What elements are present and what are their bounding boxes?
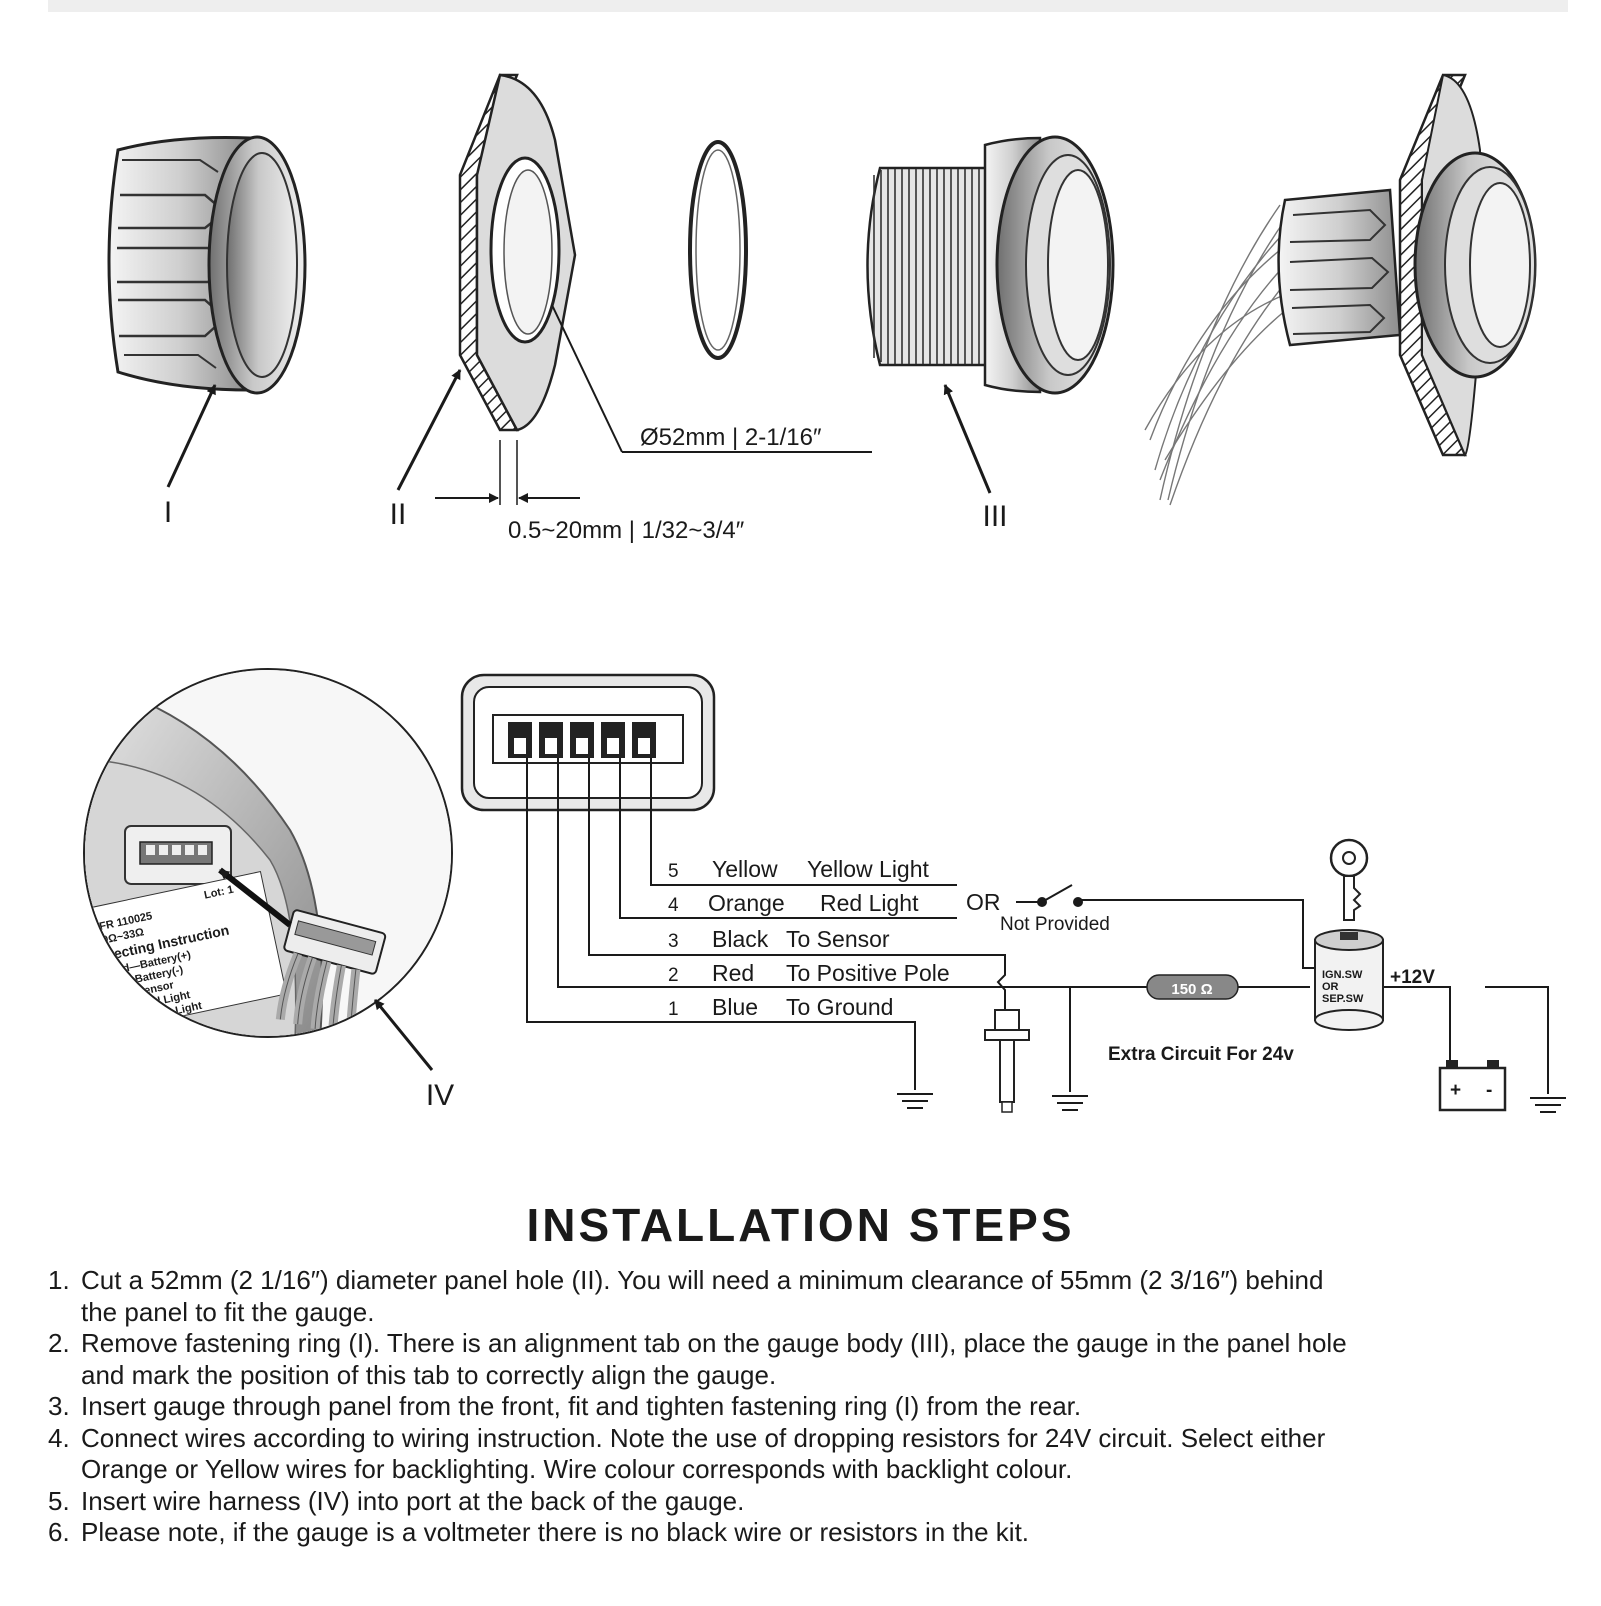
switch-text-1: IGN.SW bbox=[1322, 969, 1363, 981]
sticker-line-9: UP bbox=[121, 1027, 138, 1042]
wire-label-5: 5 Yellow Yellow Light bbox=[668, 856, 930, 882]
diameter-leader bbox=[551, 304, 623, 453]
not-provided-label: Not Provided bbox=[1000, 914, 1110, 935]
or-label: OR bbox=[966, 889, 1001, 915]
svg-text:2: 2 bbox=[668, 965, 679, 986]
panel-thickness-label: 0.5~20mm | 1/32~3/4″ bbox=[508, 517, 745, 544]
ignition-switch: IGN.SW OR SEP.SW bbox=[1314, 929, 1384, 1031]
body-label: III bbox=[982, 500, 1007, 533]
resistor bbox=[1146, 974, 1239, 1000]
wire-label-3: 3 Black To Sensor bbox=[668, 926, 890, 952]
svg-text:4: 4 bbox=[668, 895, 679, 916]
wire-5-color: Yellow bbox=[712, 856, 778, 882]
step-6: 6.Please note, if the gauge is a voltmet… bbox=[48, 1517, 1030, 1547]
switch-text-3: SEP.SW bbox=[1322, 993, 1364, 1005]
step-5-line-1: Insert wire harness (IV) into port at th… bbox=[81, 1485, 745, 1516]
ring-pointer-arrow bbox=[166, 384, 217, 488]
o-ring bbox=[688, 140, 748, 360]
ground-symbol-3 bbox=[1530, 1097, 1566, 1113]
step-2: 2.Remove fastening ring (I). There is an… bbox=[48, 1328, 1347, 1390]
svg-text:1: 1 bbox=[668, 999, 679, 1020]
wire-5-function: Yellow Light bbox=[807, 856, 930, 882]
wire-1-color: Blue bbox=[712, 994, 758, 1020]
step-6-line-1: Please note, if the gauge is a voltmeter… bbox=[81, 1517, 1030, 1547]
wire-3-function: To Sensor bbox=[786, 926, 890, 952]
connector-closeup-inset: FR 110025 0Ω~33Ω necting Instruction Red… bbox=[83, 668, 453, 1042]
ground-symbol-1 bbox=[897, 1093, 933, 1109]
wire-label-1: 1 Blue To Ground bbox=[668, 994, 893, 1020]
svg-text:5: 5 bbox=[668, 861, 679, 882]
body-pointer-arrow bbox=[943, 384, 992, 494]
resistor-label: 150 Ω bbox=[1171, 981, 1212, 998]
step-4-line-2: Orange or Yellow wires for backlighting.… bbox=[81, 1454, 1073, 1484]
harness-label: IV bbox=[426, 1079, 454, 1112]
gauge-body-illustration bbox=[866, 135, 1115, 395]
installation-steps-list: 1.Cut a 52mm (2 1/16″) diameter panel ho… bbox=[48, 1265, 1568, 1549]
wire-2-color: Red bbox=[712, 960, 754, 986]
wire-4-function: Red Light bbox=[820, 890, 919, 916]
wire-lines bbox=[526, 758, 1549, 1094]
step-3: 3.Insert gauge through panel from the fr… bbox=[48, 1391, 1082, 1421]
wire-4-color: Orange bbox=[708, 890, 785, 916]
wire-label-4: 4 Orange Red Light bbox=[668, 890, 919, 916]
wire-1-function: To Ground bbox=[786, 994, 893, 1020]
battery-plus: + bbox=[1450, 1080, 1461, 1101]
wire-label-2: 2 Red To Positive Pole bbox=[668, 960, 950, 986]
step-5: 5.Insert wire harness (IV) into port at … bbox=[48, 1485, 745, 1516]
step-1: 1.Cut a 52mm (2 1/16″) diameter panel ho… bbox=[48, 1265, 1324, 1327]
installation-steps-title: INSTALLATION STEPS bbox=[526, 1199, 1075, 1251]
wire-2-function: To Positive Pole bbox=[786, 960, 950, 986]
extra-circuit-label: Extra Circuit For 24v bbox=[1108, 1044, 1294, 1065]
hole-diameter-label: Ø52mm | 2-1/16″ bbox=[640, 424, 822, 451]
step-1-line-1: Cut a 52mm (2 1/16″) diameter panel hole… bbox=[81, 1265, 1324, 1295]
svg-text:3: 3 bbox=[668, 931, 679, 952]
step-2-line-1: Remove fastening ring (I). There is an a… bbox=[81, 1328, 1347, 1358]
panel-label: II bbox=[390, 498, 407, 531]
panel-pointer-arrow bbox=[396, 369, 462, 491]
ring-label: I bbox=[164, 496, 172, 529]
step-1-line-2: the panel to fit the gauge. bbox=[81, 1296, 375, 1327]
o-ring-inner bbox=[695, 149, 741, 351]
step-4: 4.Connect wires according to wiring inst… bbox=[48, 1422, 1326, 1485]
switch-lever bbox=[1041, 884, 1073, 903]
key-icon bbox=[1329, 838, 1369, 921]
fastening-ring-illustration bbox=[107, 135, 307, 395]
battery-icon: + - bbox=[1438, 1060, 1507, 1112]
step-2-line-2: and mark the position of this tab to cor… bbox=[81, 1359, 777, 1390]
switch-text-2: OR bbox=[1322, 981, 1339, 993]
switch-contact-right bbox=[1073, 897, 1083, 907]
sensor-probe bbox=[984, 1009, 1030, 1113]
harness-pointer-arrow bbox=[373, 999, 434, 1071]
step-3-line-1: Insert gauge through panel from the fron… bbox=[81, 1391, 1082, 1421]
step-4-line-1: Connect wires according to wiring instru… bbox=[81, 1422, 1326, 1453]
voltage-label: +12V bbox=[1390, 967, 1435, 988]
panel-illustration bbox=[458, 73, 577, 432]
wire-3-color: Black bbox=[712, 926, 769, 952]
ground-symbol-2 bbox=[1052, 1095, 1088, 1111]
top-band bbox=[48, 0, 1568, 12]
battery-minus: - bbox=[1486, 1080, 1492, 1101]
assembled-gauge-illustration bbox=[1144, 73, 1537, 506]
